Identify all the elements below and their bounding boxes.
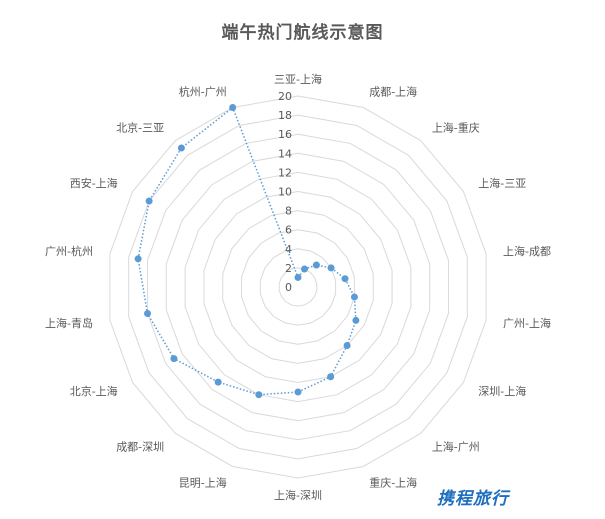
grid-ring <box>109 95 487 479</box>
data-point <box>301 265 309 273</box>
grid-ring <box>278 267 318 307</box>
data-point <box>294 273 302 281</box>
data-point <box>352 316 360 324</box>
data-point <box>327 373 335 381</box>
data-point <box>145 197 153 205</box>
category-label: 杭州-广州 <box>179 84 227 98</box>
category-label: 西安-上海 <box>70 176 118 190</box>
tick-label: 8 <box>285 205 292 218</box>
grid-ring <box>147 133 449 441</box>
data-point <box>312 261 320 269</box>
tick-label: 10 <box>278 186 292 199</box>
grid-ring <box>165 152 431 422</box>
data-point <box>144 310 152 318</box>
category-label: 上海-成都 <box>503 244 551 258</box>
tick-label: 18 <box>278 109 292 122</box>
data-point <box>341 275 349 283</box>
grid-ring <box>184 171 412 403</box>
category-label: 上海-广州 <box>432 439 480 453</box>
grid-ring <box>203 190 393 384</box>
ctrip-logo: 携程旅行 <box>437 489 509 509</box>
data-point <box>327 264 335 272</box>
tick-label: 12 <box>278 166 292 179</box>
data-point <box>229 104 237 112</box>
category-label: 上海-重庆 <box>432 121 480 135</box>
category-label: 成都-上海 <box>369 84 417 98</box>
grid-ring <box>222 210 374 364</box>
category-label: 深圳-上海 <box>478 384 526 398</box>
tick-label: 6 <box>285 224 292 237</box>
data-point <box>177 144 185 152</box>
data-point <box>294 388 302 396</box>
tick-label: 14 <box>278 147 292 160</box>
category-label: 上海-深圳 <box>274 488 322 502</box>
tick-label: 4 <box>285 243 292 256</box>
category-label: 重庆-上海 <box>369 476 417 490</box>
category-label: 上海-青岛 <box>45 316 93 330</box>
category-label: 广州-杭州 <box>45 244 93 258</box>
category-label: 上海-三亚 <box>478 176 526 190</box>
category-label: 北京-三亚 <box>116 121 164 135</box>
chart-title: 端午热门航线示意图 <box>221 23 384 43</box>
data-point <box>255 391 263 399</box>
category-label: 三亚-上海 <box>274 72 322 86</box>
tick-label: 0 <box>285 281 292 294</box>
category-label: 北京-上海 <box>70 384 118 398</box>
tick-label: 2 <box>285 262 292 275</box>
data-point <box>343 342 351 350</box>
grid-ring <box>259 248 337 326</box>
category-label: 广州-上海 <box>503 316 551 330</box>
grid-ring <box>128 114 468 460</box>
data-point <box>350 293 358 301</box>
data-point <box>134 255 142 263</box>
data-point <box>170 355 178 363</box>
category-label: 成都-深圳 <box>116 440 164 453</box>
tick-label: 16 <box>278 128 292 141</box>
grid-ring <box>241 229 355 345</box>
category-label: 昆明-上海 <box>179 476 227 490</box>
tick-label: 20 <box>278 90 292 103</box>
data-point <box>214 378 222 386</box>
